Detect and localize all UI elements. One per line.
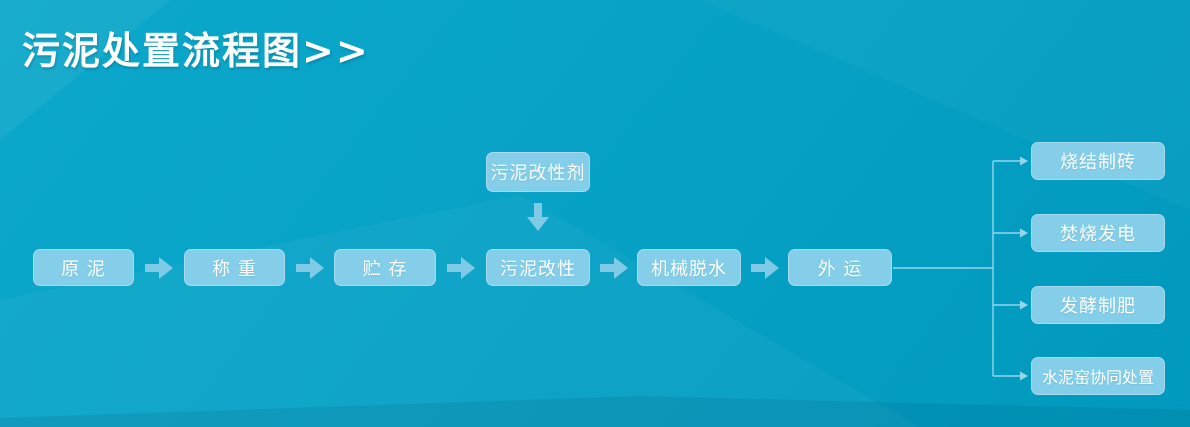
arrow-shaft xyxy=(145,264,159,272)
branch-arrowhead-icon xyxy=(1020,300,1028,310)
arrow-head xyxy=(159,257,173,279)
arrow-right-icon xyxy=(296,257,324,279)
arrow-right-icon xyxy=(145,257,173,279)
arrow-head xyxy=(461,257,475,279)
node-fermentation-fertilizer: 发酵制肥 xyxy=(1031,286,1165,324)
node-outbound-transport: 外 运 xyxy=(788,249,892,286)
node-mechanical-dewatering: 机械脱水 xyxy=(637,249,741,286)
arrow-right-icon xyxy=(600,257,628,279)
node-sludge-modification: 污泥改性 xyxy=(486,249,590,286)
node-weighing: 称 重 xyxy=(184,249,285,286)
arrow-shaft xyxy=(751,264,765,272)
arrow-down-icon xyxy=(527,203,549,231)
page-title: 污泥处置流程图>> xyxy=(22,29,370,73)
node-storage: 贮 存 xyxy=(334,249,436,286)
branch-arrowhead-icon xyxy=(1020,371,1028,381)
branch-arrowhead-icon xyxy=(1020,228,1028,238)
arrow-shaft xyxy=(600,264,614,272)
node-incineration-power: 焚烧发电 xyxy=(1031,214,1165,252)
arrow-head xyxy=(310,257,324,279)
arrow-head xyxy=(765,257,779,279)
arrow-head xyxy=(527,217,549,231)
arrow-right-icon xyxy=(751,257,779,279)
arrow-shaft xyxy=(534,203,542,217)
node-cement-kiln-codisposal: 水泥窑协同处置 xyxy=(1031,357,1165,395)
node-sintered-brick: 烧结制砖 xyxy=(1031,142,1165,180)
arrow-head xyxy=(614,257,628,279)
arrow-shaft xyxy=(447,264,461,272)
arrow-shaft xyxy=(296,264,310,272)
arrow-right-icon xyxy=(447,257,475,279)
branch-arrowhead-icon xyxy=(1020,156,1028,166)
node-sludge-modifier: 污泥改性剂 xyxy=(486,152,590,192)
node-raw-sludge: 原 泥 xyxy=(33,249,134,286)
